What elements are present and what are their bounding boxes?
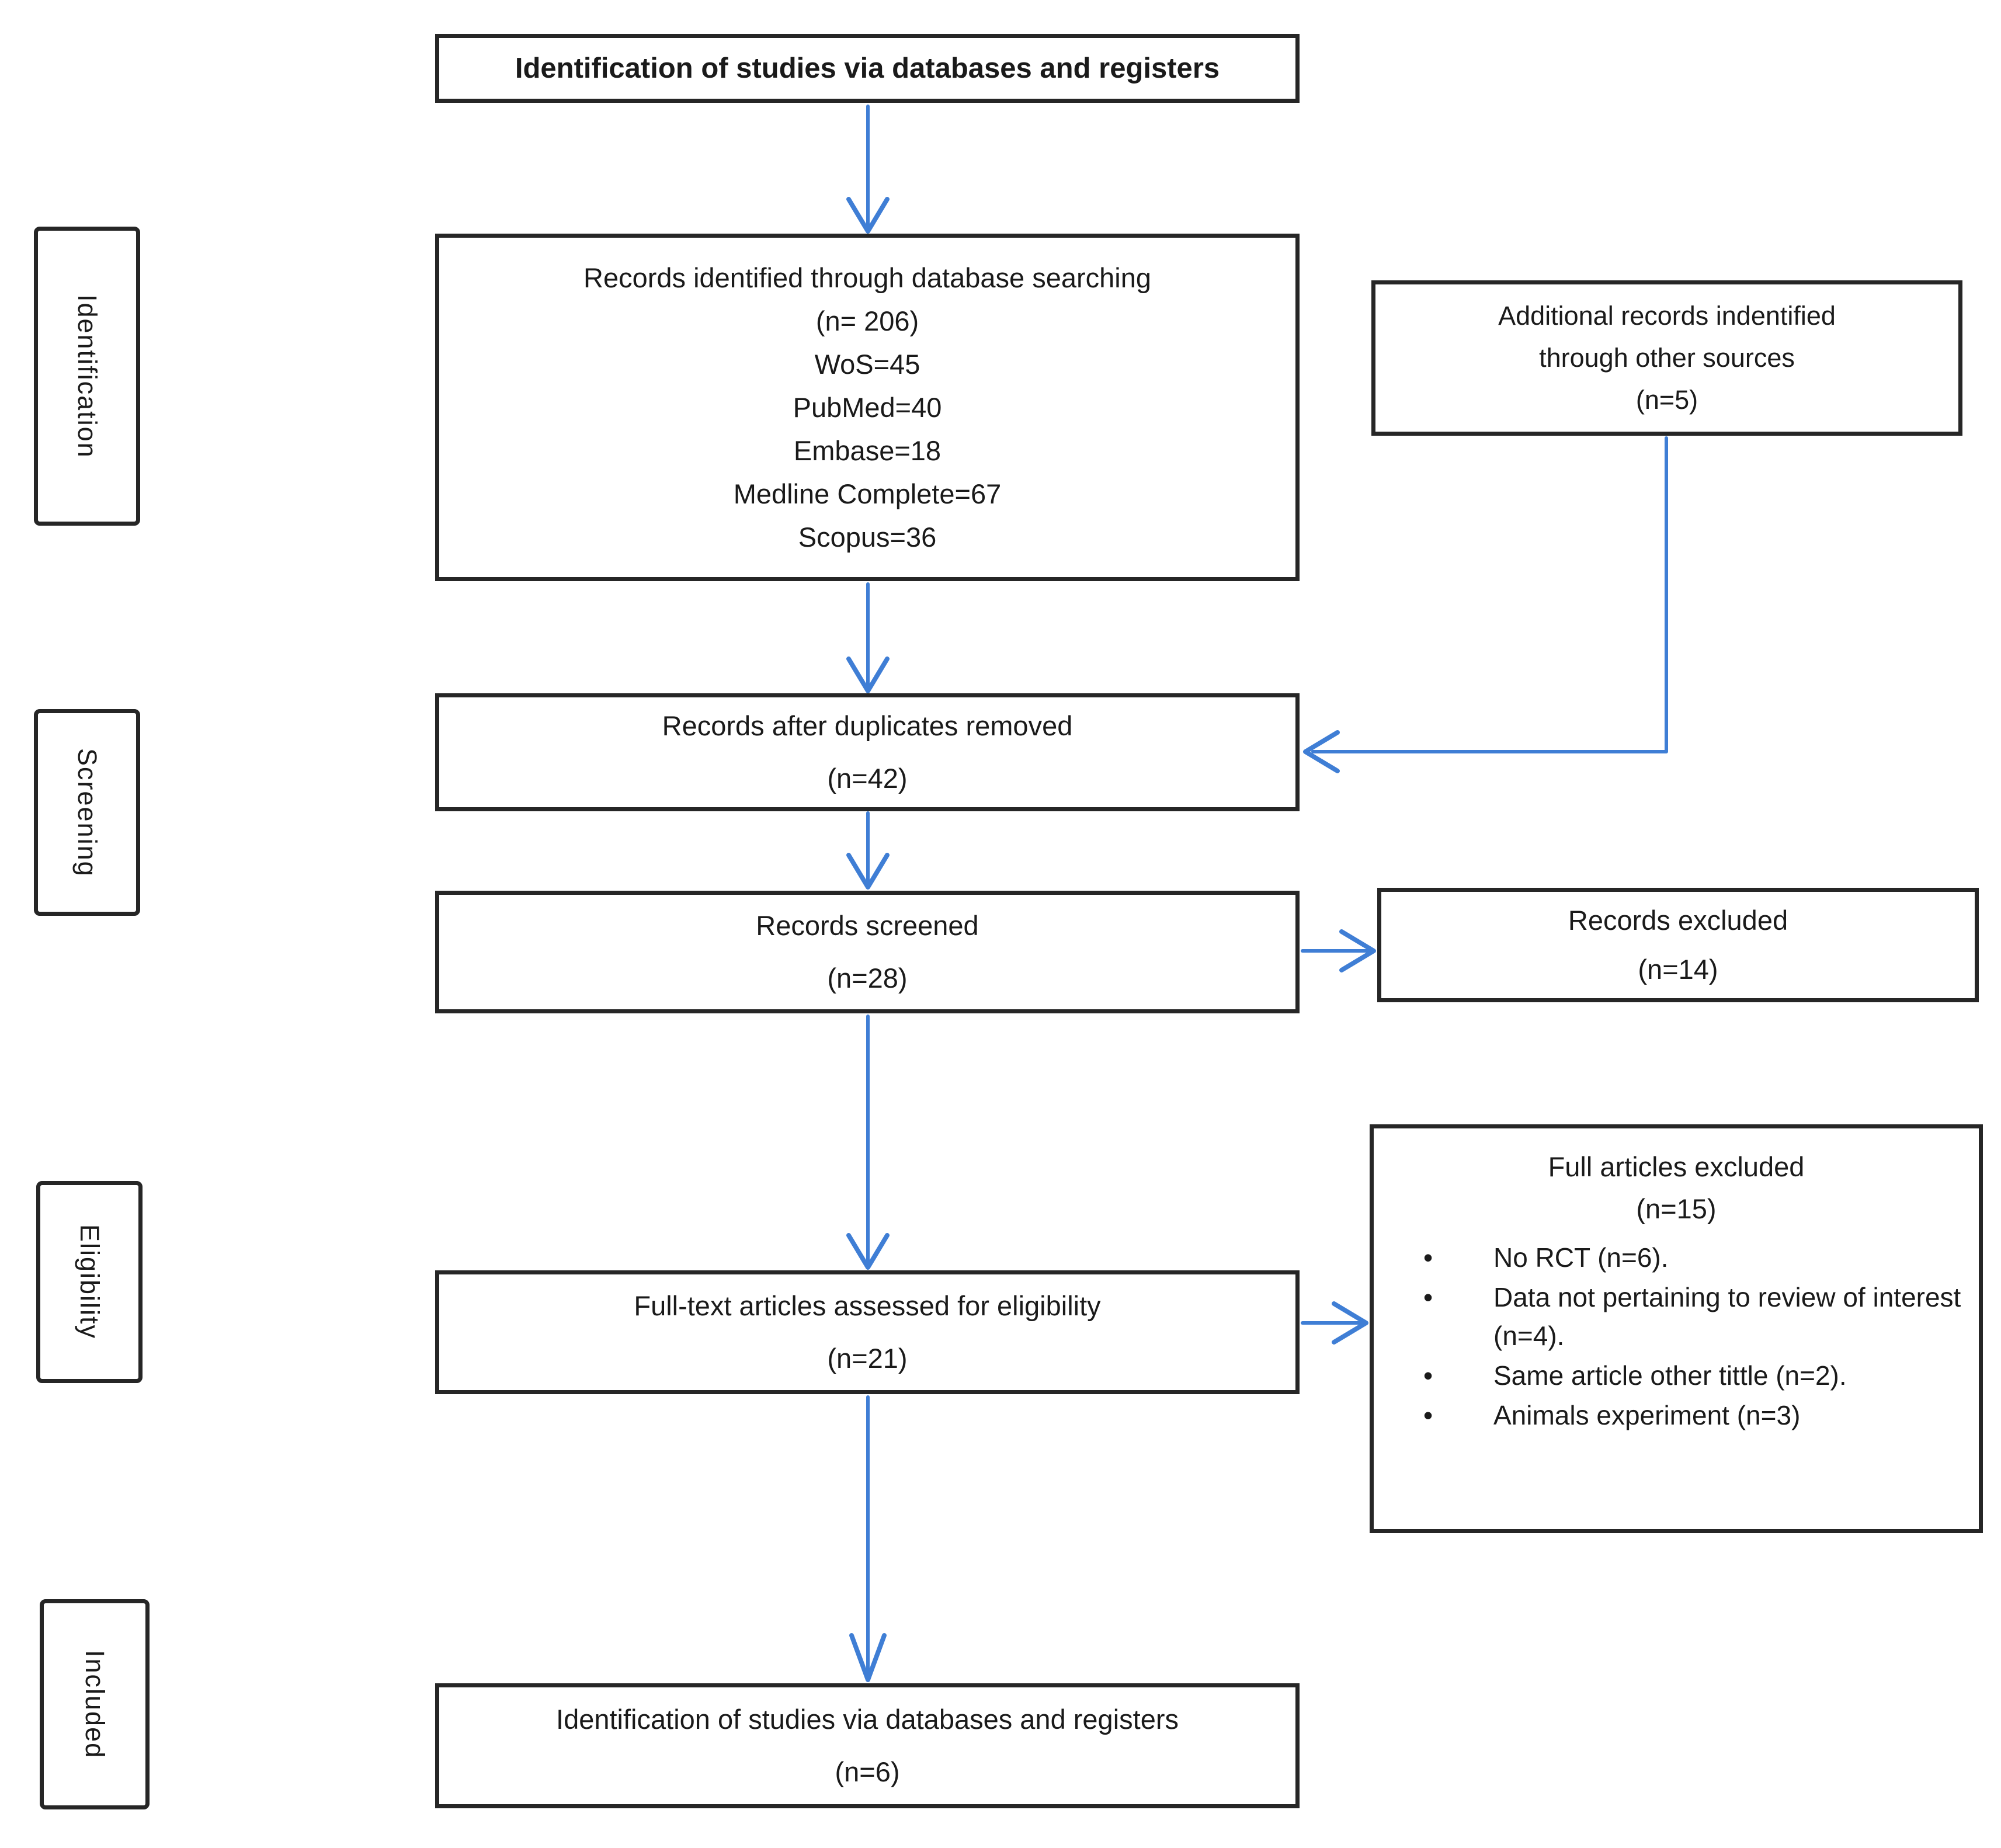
box-line: Additional records indentified [1498, 301, 1836, 331]
arrowhead-right-icon [1332, 1301, 1368, 1345]
arrowhead-down-icon [846, 1233, 890, 1270]
box-records-screened: Records screened (n=28) [435, 891, 1300, 1013]
box-duplicates-removed: Records after duplicates removed (n=42) [435, 693, 1300, 811]
box-line: Records after duplicates removed [662, 710, 1073, 741]
stage-label-text: Included [80, 1649, 110, 1759]
arrowhead-right-icon [1339, 929, 1376, 972]
box-line: Full articles excluded [1548, 1151, 1805, 1182]
box-line: (n=5) [1635, 385, 1698, 415]
stage-label-text: Identification [72, 294, 102, 458]
exclusion-reason-item: Animals experiment (n=3) [1374, 1396, 1979, 1434]
box-line: Records identified through database sear… [583, 262, 1151, 293]
arrowhead-down-icon [846, 853, 890, 890]
stage-label-text: Screening [72, 748, 102, 877]
box-line: Medline Complete=67 [733, 478, 1002, 509]
arrowhead-down-icon [846, 197, 890, 234]
stage-label-text: Eligibility [75, 1224, 105, 1340]
box-line: (n=28) [827, 963, 908, 994]
stage-label-included: Included [40, 1599, 150, 1809]
title-text: Identification of studies via databases … [515, 53, 1220, 84]
box-line: (n=15) [1636, 1193, 1717, 1224]
box-line: Scopus=36 [798, 521, 937, 553]
box-line: WoS=45 [814, 348, 920, 380]
box-line: Embase=18 [793, 435, 942, 466]
box-fulltext-assessed: Full-text articles assessed for eligibil… [435, 1270, 1300, 1394]
stage-label-screening: Screening [34, 709, 140, 916]
box-records-excluded: Records excluded (n=14) [1377, 888, 1979, 1002]
exclusion-reason-item: No RCT (n=6). [1374, 1238, 1979, 1277]
box-line: (n=6) [835, 1756, 900, 1787]
box-line: through other sources [1539, 343, 1795, 373]
exclusion-reason-list: No RCT (n=6). Data not pertaining to rev… [1374, 1238, 1979, 1436]
stage-label-eligibility: Eligibility [36, 1181, 143, 1383]
box-title-banner: Identification of studies via databases … [435, 34, 1300, 103]
box-line: (n= 206) [815, 305, 919, 336]
arrow-additional-to-duplicates [1311, 436, 1668, 753]
box-line: (n=14) [1638, 954, 1718, 985]
exclusion-reason-item: Same article other tittle (n=2). [1374, 1356, 1979, 1395]
arrowhead-down-icon [849, 1633, 887, 1682]
box-studies-included: Identification of studies via databases … [435, 1683, 1300, 1808]
box-line: Records screened [756, 910, 979, 941]
box-line: Full-text articles assessed for eligibil… [634, 1290, 1101, 1321]
box-line: Records excluded [1568, 905, 1788, 936]
box-records-identified: Records identified through database sear… [435, 234, 1300, 581]
box-line: PubMed=40 [793, 391, 942, 423]
arrowhead-down-icon [846, 656, 890, 693]
box-full-articles-excluded: Full articles excluded (n=15) No RCT (n=… [1370, 1124, 1983, 1533]
stage-label-identification: Identification [34, 227, 140, 526]
box-line: (n=21) [827, 1343, 908, 1374]
box-line: Identification of studies via databases … [556, 1704, 1179, 1735]
box-line: (n=42) [827, 763, 908, 794]
box-additional-records: Additional records indentified through o… [1371, 280, 1962, 436]
exclusion-reason-item: Data not pertaining to review of interes… [1374, 1278, 1979, 1355]
arrowhead-left-icon [1303, 730, 1340, 773]
